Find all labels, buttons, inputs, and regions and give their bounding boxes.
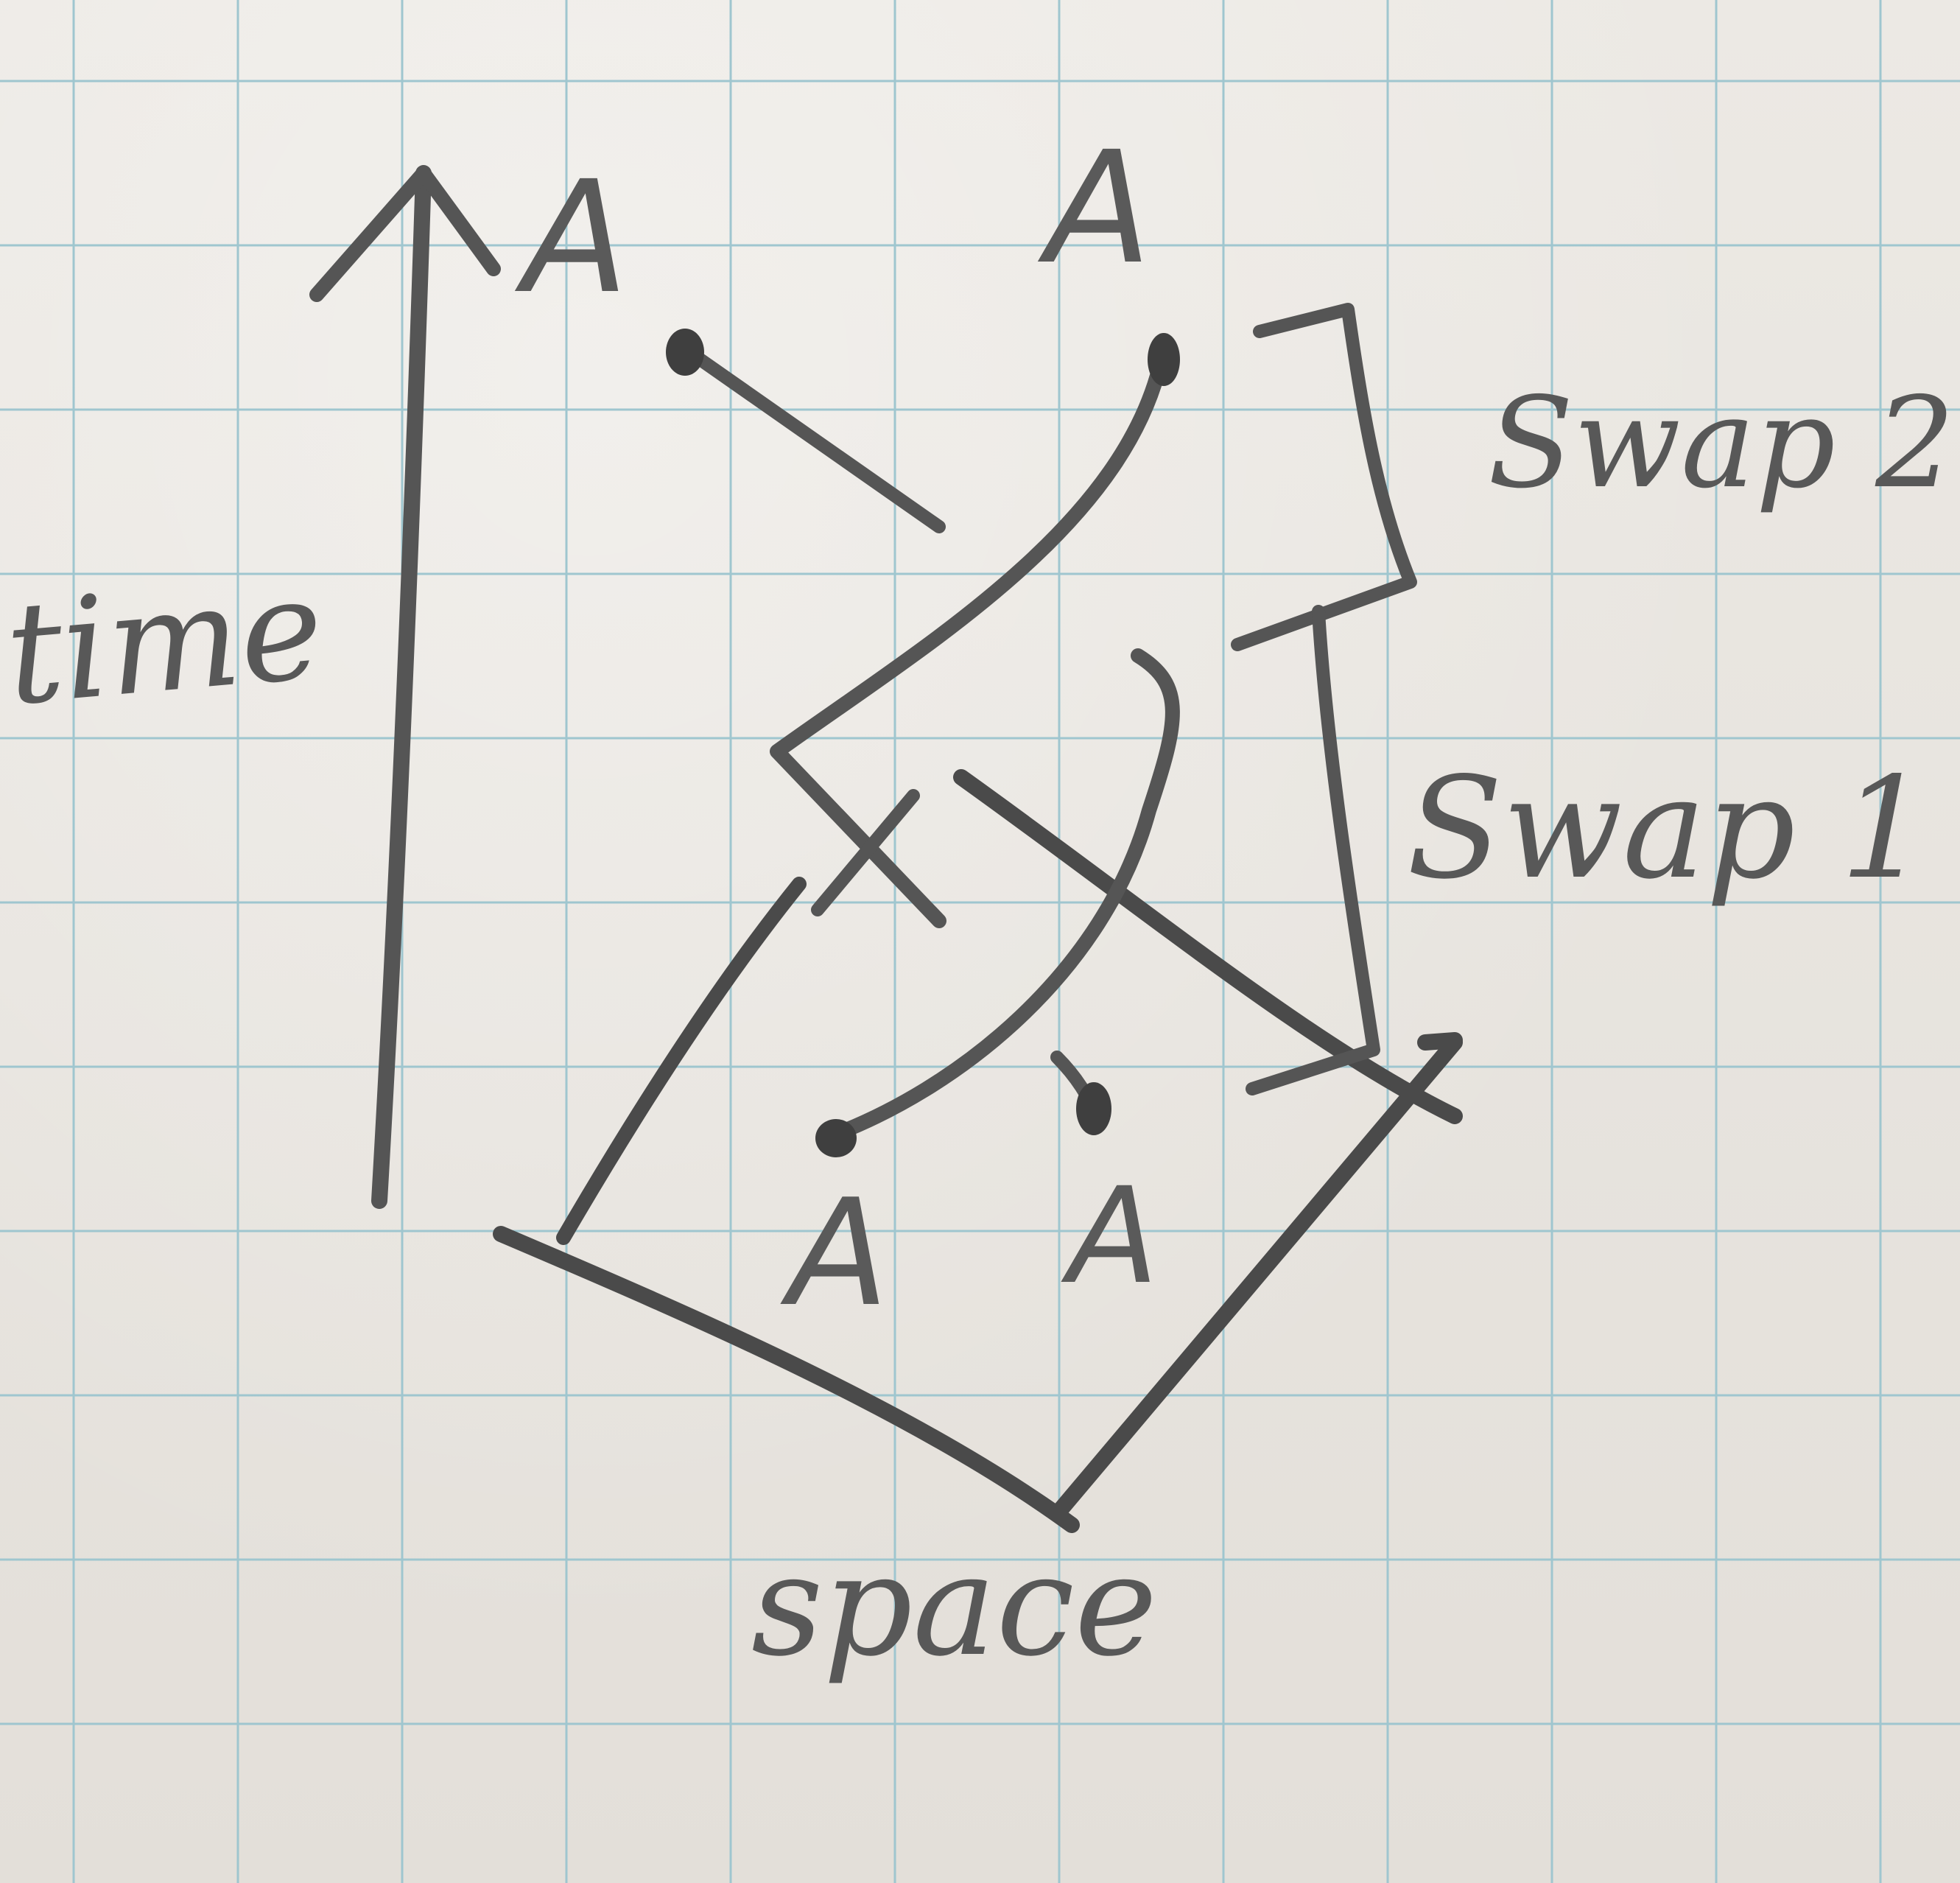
particle-dot — [1148, 333, 1180, 386]
time-axis-arrow — [309, 165, 501, 1209]
swap-1-label: Swap 1 — [1407, 747, 1929, 910]
particle-dot — [666, 329, 704, 376]
space-label: space — [751, 1524, 1157, 1687]
particle-label: A — [780, 1168, 889, 1339]
particle-label: A — [514, 147, 629, 328]
particle-endpoints — [666, 329, 1180, 1157]
particle-label: A — [1037, 118, 1152, 298]
time-label: time — [0, 547, 329, 737]
spacetime-diamond — [493, 769, 1463, 1533]
particle-worldlines — [675, 340, 1180, 1146]
swap-2-label: Swap 2 — [1488, 371, 1955, 516]
swap-brackets — [1231, 303, 1417, 1095]
particle-dot — [1076, 1082, 1111, 1135]
particle-dot — [815, 1119, 857, 1157]
particle-label: A — [1061, 1160, 1159, 1314]
